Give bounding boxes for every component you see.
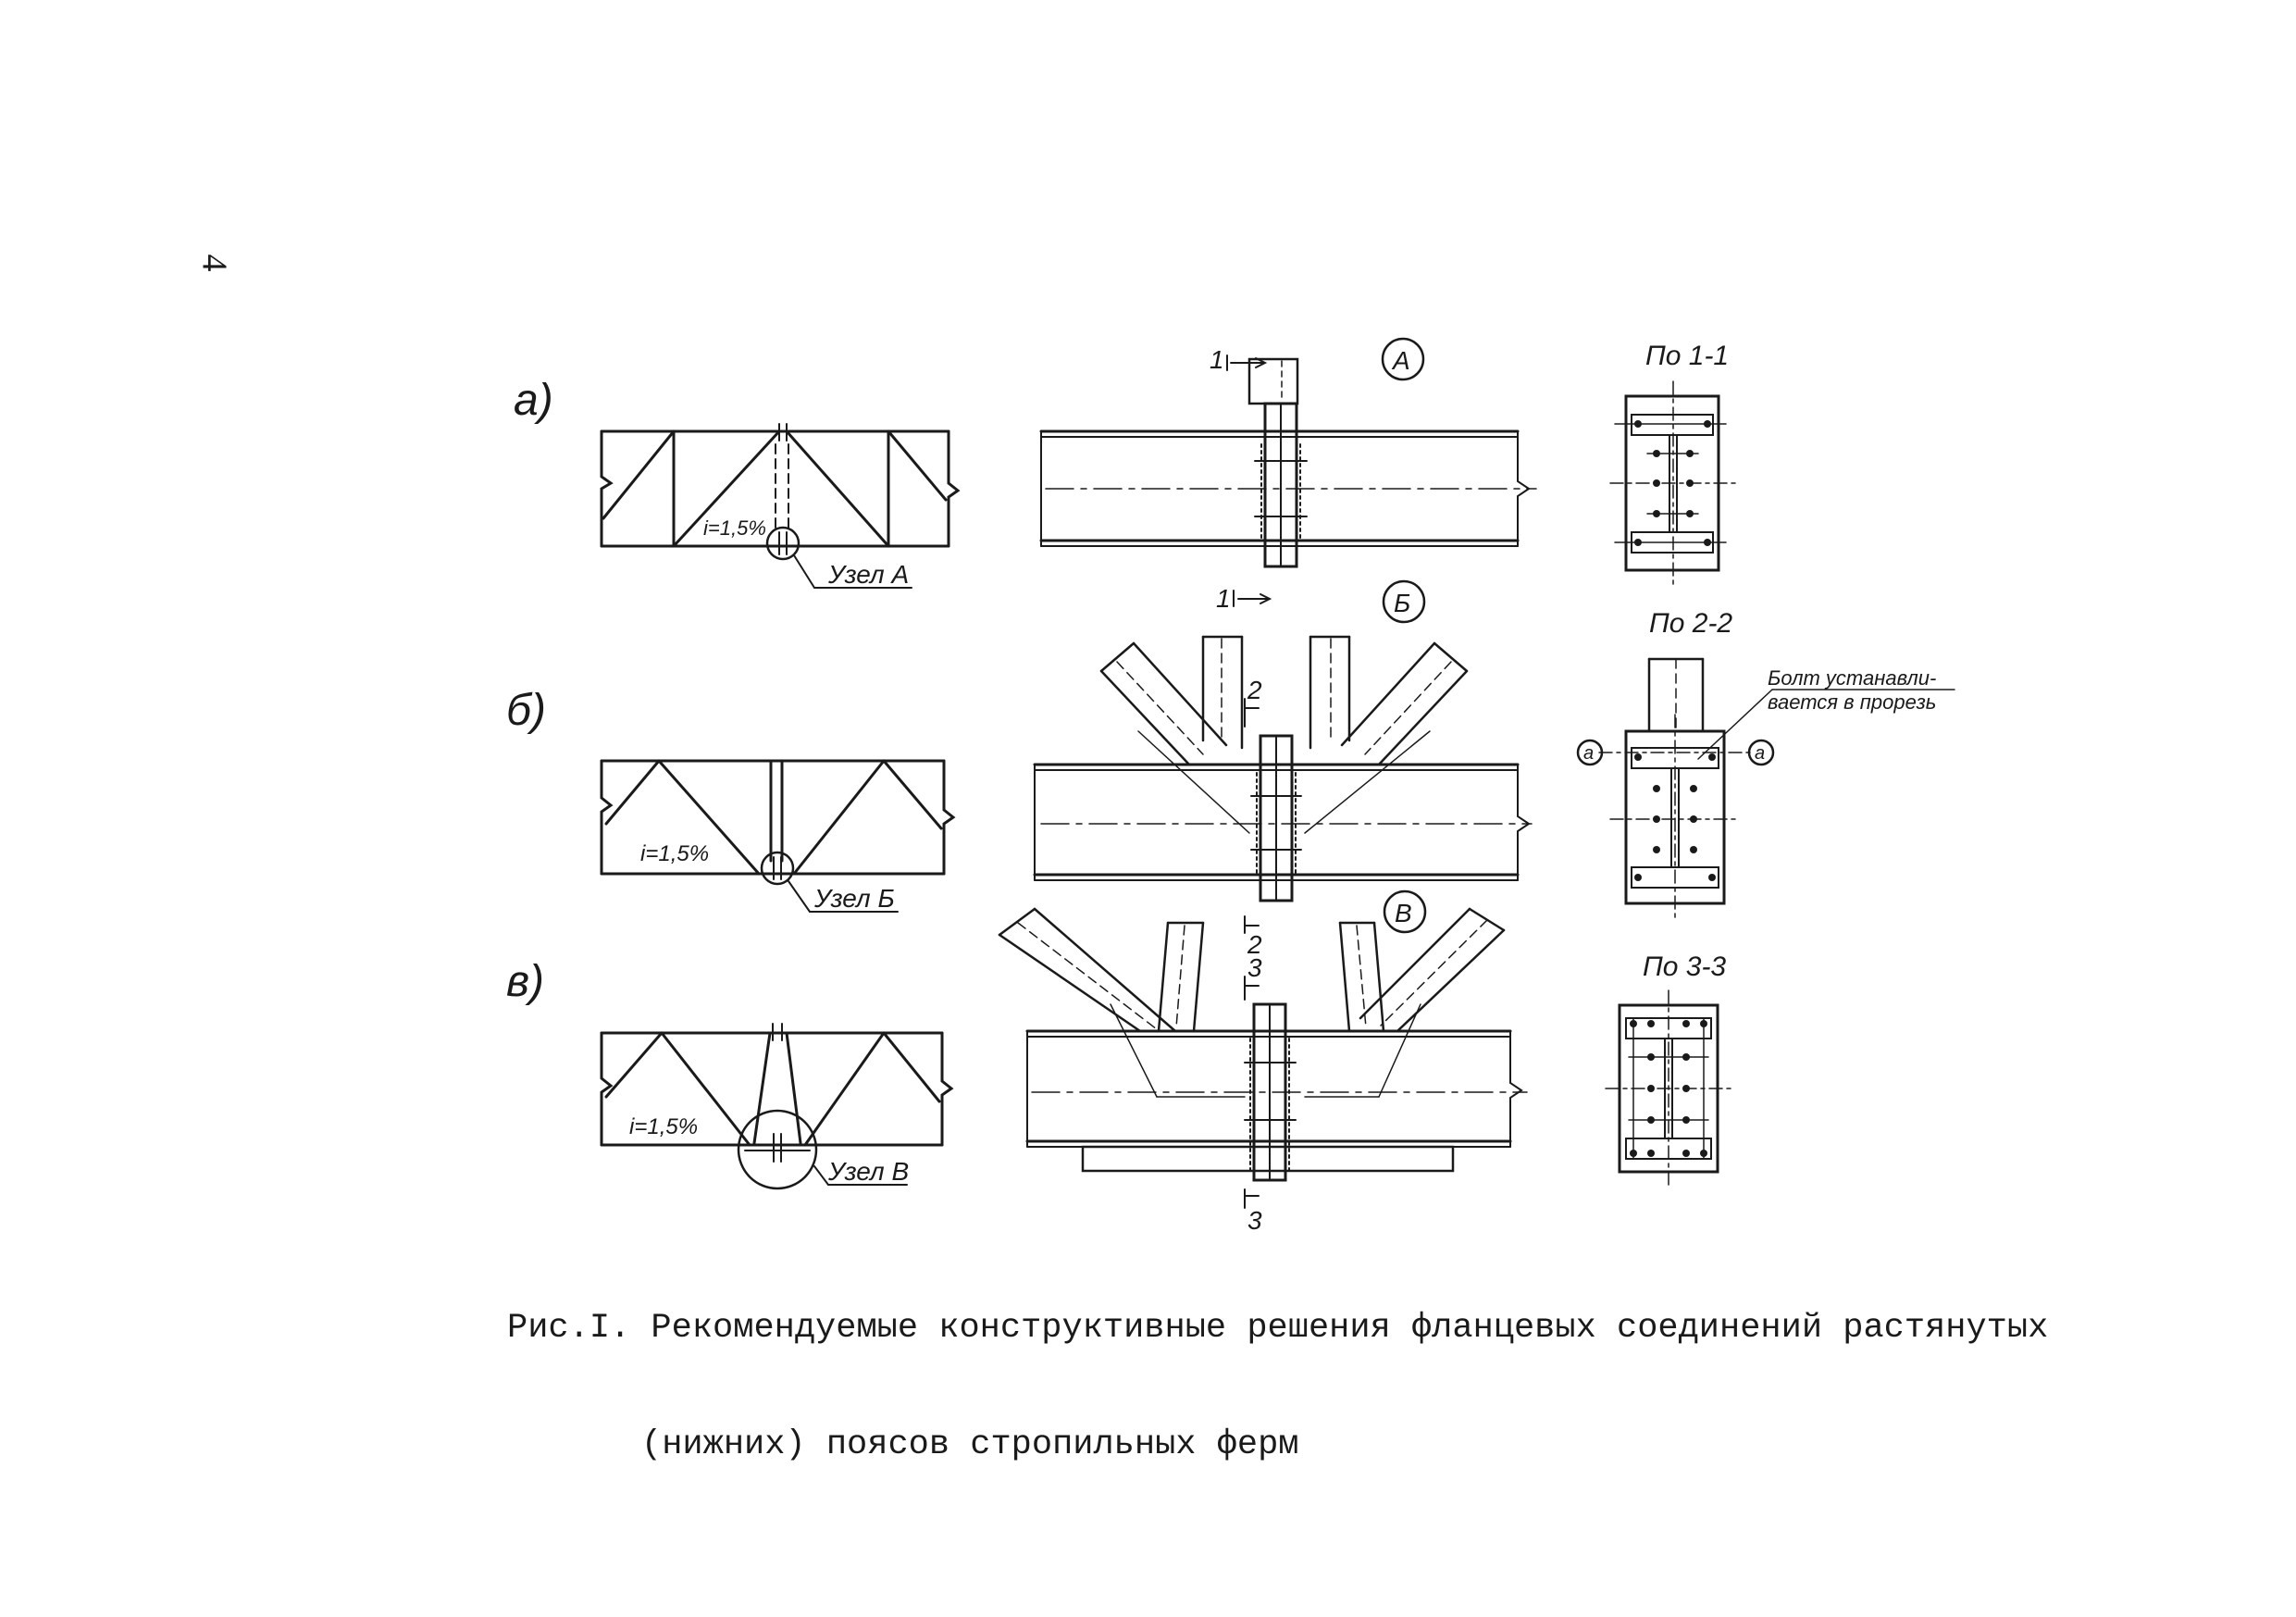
axis-mark-left: а (1583, 743, 1594, 764)
section-3-3 (1605, 989, 1733, 1188)
axis-mark-right: а (1755, 743, 1765, 764)
bolt-note-line2: вается в прорезь (1768, 690, 1936, 714)
node-label-b: Узел Б (813, 884, 895, 913)
section-label-2-2: По 2-2 (1649, 608, 1732, 639)
variant-label-a: а) (514, 376, 553, 425)
cut-2-top-label: 2 (1247, 676, 1262, 704)
truss-diagram-c (600, 1023, 954, 1190)
cut-1-mid-label: 1 (1216, 584, 1231, 613)
cut-2-bottom-label: 2 (1247, 930, 1262, 959)
caption-line-2: (нижних) поясов стропильных ферм (641, 1425, 1299, 1464)
cut-3-top-label: 3 (1247, 953, 1262, 982)
section-2-2 (1576, 657, 1955, 922)
caption-line-1: Рис.I. Рекомендуемые конструктивные реше… (507, 1309, 2049, 1348)
node-detail-c (998, 889, 1528, 1209)
truss-diagram-b (600, 759, 956, 913)
variant-label-b: б) (506, 686, 546, 735)
node-label-a: Узел А (827, 560, 909, 589)
node-detail-b (1033, 579, 1533, 934)
slope-label-c: i=1,5% (629, 1114, 698, 1139)
variant-label-c: в) (506, 957, 544, 1006)
cut-3-bottom-label: 3 (1247, 1206, 1262, 1235)
truss-diagram-a (600, 423, 961, 589)
cut-1-top-label: 1 (1210, 345, 1224, 374)
section-1-1 (1609, 380, 1736, 588)
node-label-c: Узел В (827, 1157, 909, 1186)
slope-label-a: i=1,5% (703, 516, 766, 540)
section-label-3-3: По 3-3 (1643, 952, 1726, 982)
node-mark-c: В (1395, 899, 1412, 927)
bolt-note-line1: Болт устанавли- (1768, 666, 1936, 690)
node-mark-b: Б (1394, 589, 1410, 617)
figure-caption: Рис.I. Рекомендуемые конструктивные реше… (507, 1231, 2049, 1542)
node-mark-a: А (1391, 346, 1410, 375)
node-detail-a (1039, 337, 1537, 568)
section-label-1-1: По 1-1 (1645, 341, 1729, 371)
slope-label-b: i=1,5% (640, 841, 709, 866)
